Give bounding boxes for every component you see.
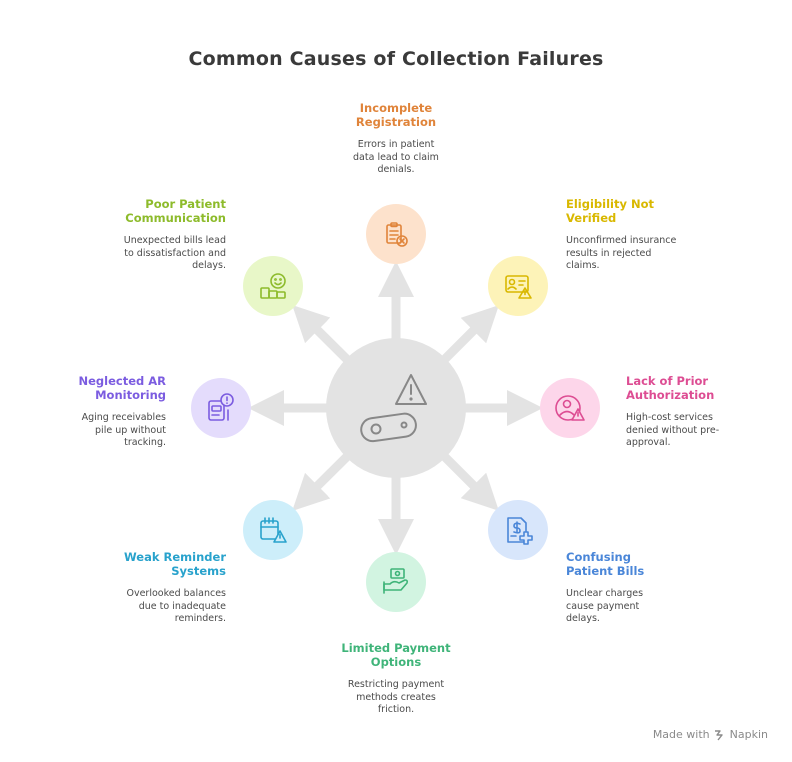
cause-title-line: Communication bbox=[125, 211, 226, 225]
cause-circle-4 bbox=[488, 500, 548, 560]
cause-description-line: delays. bbox=[566, 613, 600, 624]
cause-circle-3 bbox=[540, 378, 600, 438]
cause-title-line: Poor Patient bbox=[145, 197, 226, 211]
cause-circle-6 bbox=[243, 500, 303, 560]
cause-title-line: Authorization bbox=[626, 388, 715, 402]
cause-description-line: denials. bbox=[377, 164, 415, 175]
smiley-stack-icon bbox=[260, 273, 286, 299]
napkin-brand-text: Napkin bbox=[729, 728, 768, 741]
warning-chain-icon bbox=[360, 374, 427, 443]
cause-description-line: data lead to claim bbox=[353, 151, 439, 163]
cause-title-line: Systems bbox=[171, 564, 226, 578]
cause-description-line: Unexpected bills lead bbox=[123, 235, 226, 246]
cause-description-line: reminders. bbox=[174, 613, 226, 624]
cause-title-line: Limited Payment bbox=[341, 641, 451, 655]
cause-description-line: Restricting payment bbox=[347, 679, 445, 690]
cause-description-line: denied without pre- bbox=[626, 424, 720, 436]
cause-title-line: Verified bbox=[566, 211, 617, 225]
cause-description-line: results in rejected bbox=[566, 247, 652, 259]
cause-title-line: Neglected AR bbox=[78, 374, 166, 388]
cause-description-line: pile up without bbox=[95, 424, 166, 436]
cause-description-line: Unconfirmed insurance bbox=[566, 235, 677, 246]
cause-title-line: Incomplete bbox=[359, 101, 433, 115]
cause-description-line: approval. bbox=[626, 437, 671, 448]
cause-description-line: Errors in patient bbox=[357, 139, 435, 150]
arrow-8 bbox=[292, 305, 357, 369]
cause-description-line: methods creates bbox=[356, 691, 436, 703]
calendar-warning-icon bbox=[260, 517, 287, 543]
cause-title-line: Patient Bills bbox=[566, 564, 645, 578]
user-warning-icon bbox=[555, 395, 585, 421]
cause-title-line: Weak Reminder bbox=[124, 550, 226, 564]
arrow-6 bbox=[292, 447, 357, 511]
center-circle bbox=[326, 338, 466, 478]
cause-title-line: Confusing bbox=[566, 550, 631, 564]
cash-hand-icon bbox=[383, 568, 409, 594]
cause-description-line: cause payment bbox=[566, 600, 640, 612]
arrow-2 bbox=[435, 305, 499, 369]
clipboard-x-icon bbox=[386, 222, 408, 247]
napkin-logo-icon bbox=[714, 729, 723, 740]
cause-description-line: claims. bbox=[566, 260, 600, 271]
cause-circle-1 bbox=[366, 204, 426, 264]
cause-description-line: delays. bbox=[192, 260, 226, 271]
cause-description-line: due to inadequate bbox=[138, 600, 226, 612]
arrows-group bbox=[248, 261, 543, 555]
cause-title-line: Monitoring bbox=[95, 388, 166, 402]
cause-description-line: friction. bbox=[377, 704, 415, 715]
arrow-4 bbox=[435, 447, 499, 511]
cause-title-line: Lack of Prior bbox=[626, 374, 709, 388]
cause-description-line: Overlooked balances bbox=[126, 588, 226, 599]
cause-description-line: tracking. bbox=[124, 437, 166, 448]
document-alert-icon bbox=[208, 393, 234, 421]
cause-description-line: Unclear charges bbox=[566, 588, 644, 599]
cause-title-line: Eligibility Not bbox=[566, 197, 654, 211]
id-card-warning-icon bbox=[505, 275, 532, 299]
diagram-title: Common Causes of Collection Failures bbox=[188, 48, 604, 70]
medical-bill-icon bbox=[507, 517, 533, 545]
cause-title-line: Options bbox=[370, 655, 422, 669]
made-with-text: Made with bbox=[652, 728, 710, 741]
cause-description-line: High-cost services bbox=[626, 412, 713, 423]
cause-description-line: Aging receivables bbox=[81, 412, 166, 423]
footer-watermark: Made with Napkin bbox=[653, 728, 768, 741]
cause-circle-2 bbox=[488, 256, 548, 316]
cause-title-line: Registration bbox=[355, 115, 437, 129]
cause-description-line: to dissatisfaction and bbox=[124, 247, 226, 259]
